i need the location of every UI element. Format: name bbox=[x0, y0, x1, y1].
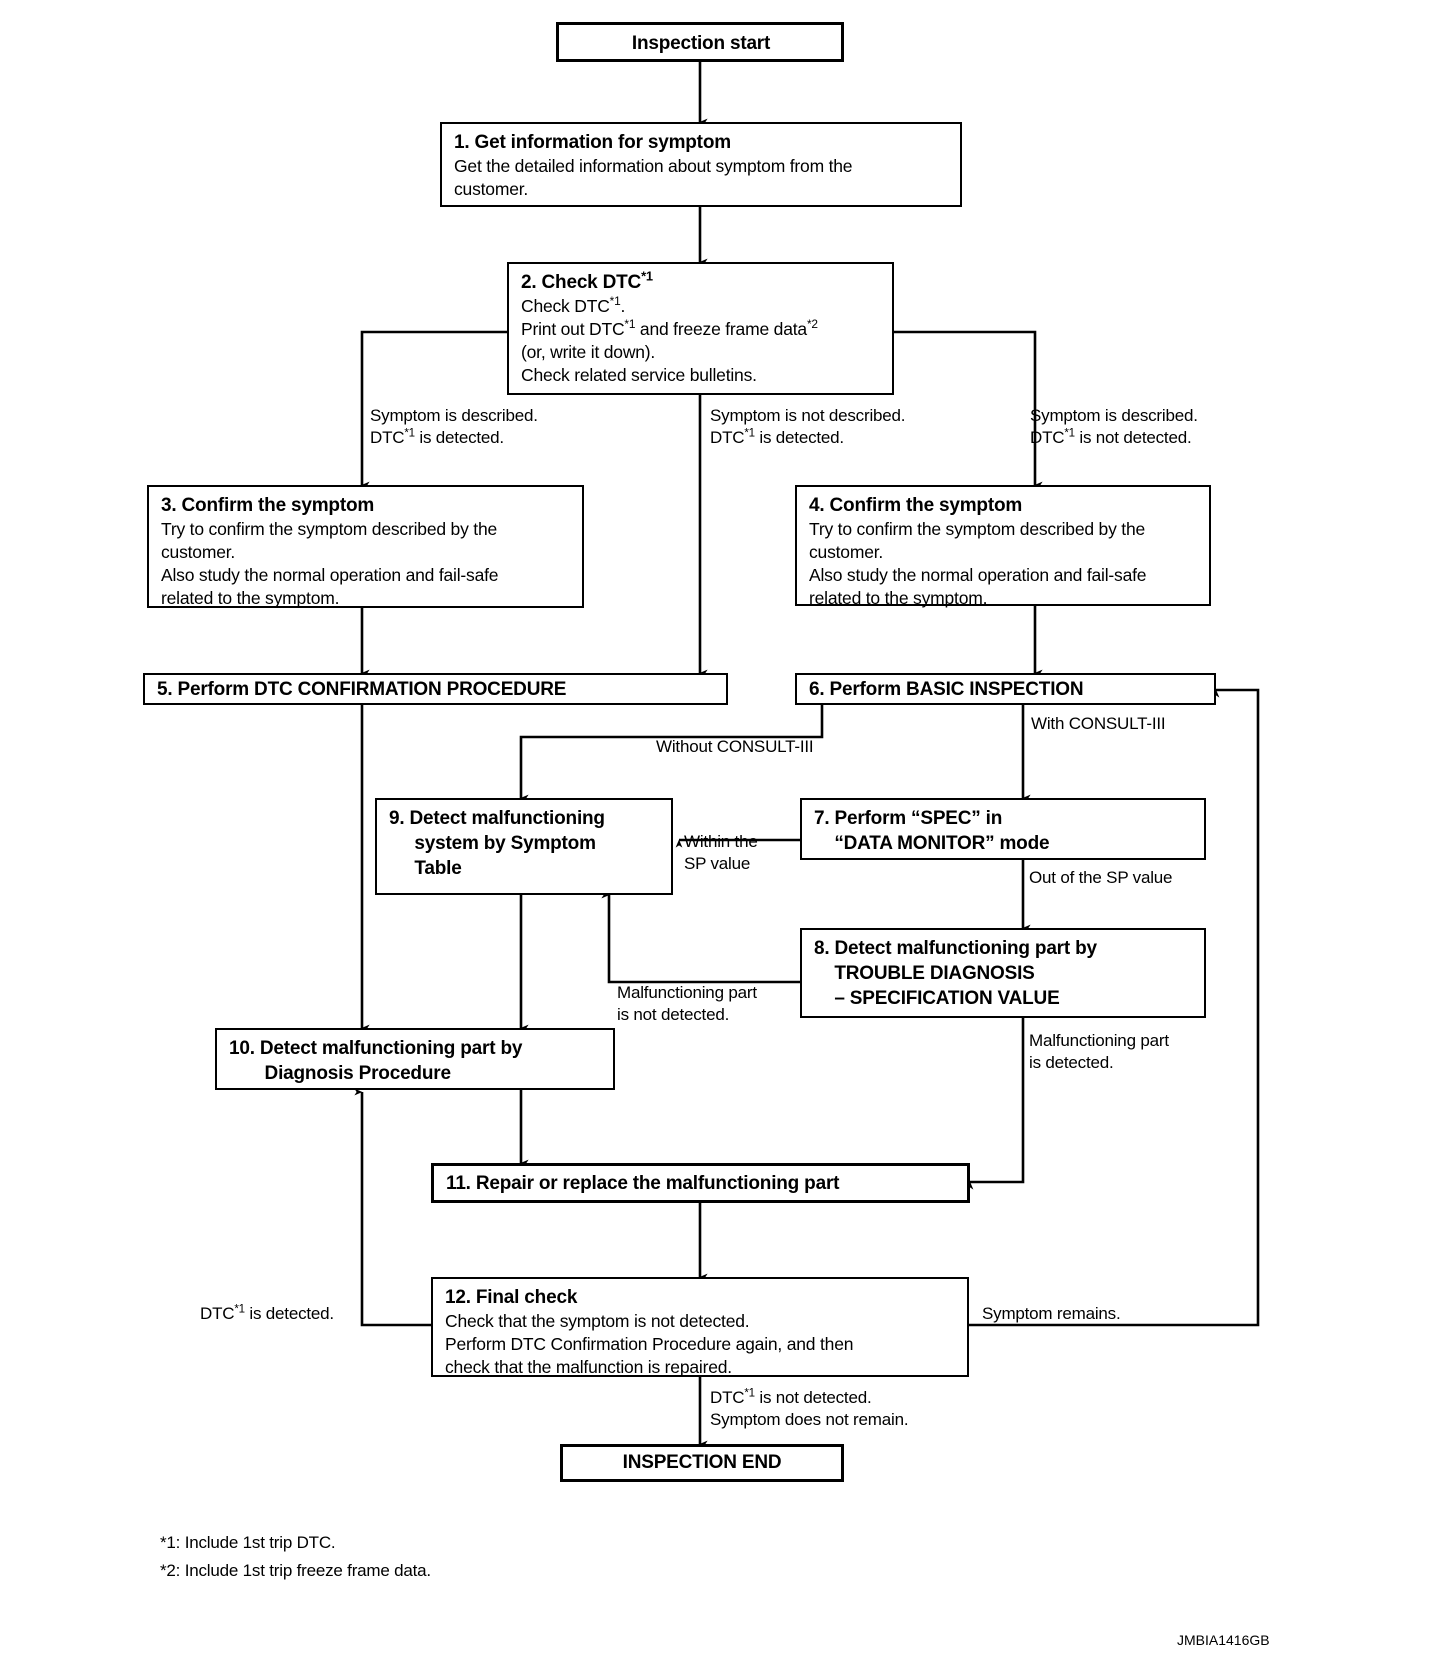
node-inspection-end: INSPECTION END bbox=[560, 1444, 844, 1482]
node-step-8-title: 8. Detect malfunctioning part by TROUBLE… bbox=[814, 938, 1097, 1009]
node-step-6-title: 6. Perform BASIC INSPECTION bbox=[809, 679, 1084, 700]
node-step-4: 4. Confirm the symptom Try to confirm th… bbox=[795, 485, 1211, 608]
node-step-5: 5. Perform DTC CONFIRMATION PROCEDURE bbox=[143, 673, 728, 705]
node-step-2-body: Check DTC*1. Print out DTC*1 and freeze … bbox=[521, 294, 818, 385]
node-step-12-body: Check that the symptom is not detected. … bbox=[445, 1311, 854, 1377]
node-step-11-title: 11. Repair or replace the malfunctioning… bbox=[446, 1173, 840, 1194]
edge-label-within-the-sp-value: Within the SP value bbox=[684, 832, 758, 873]
footnote-1: *1: Include 1st trip DTC. bbox=[160, 1533, 336, 1552]
edge-label-malfunctioning-part-is-not-detected: Malfunctioning part is not detected. bbox=[617, 983, 757, 1024]
node-step-10-title: 10. Detect malfunctioning part by Diagno… bbox=[229, 1038, 523, 1084]
node-step-1-body: Get the detailed information about sympt… bbox=[454, 156, 853, 199]
edge-label-symptom-described-dtc-not-detected: Symptom is described. DTC*1 is not detec… bbox=[1030, 406, 1198, 447]
node-step-9: 9. Detect malfunctioning system by Sympt… bbox=[375, 798, 673, 895]
edge-label-malfunctioning-part-is-detected: Malfunctioning part is detected. bbox=[1029, 1031, 1169, 1072]
node-step-11: 11. Repair or replace the malfunctioning… bbox=[431, 1163, 970, 1203]
edge-label-symptom-remains: Symptom remains. bbox=[982, 1304, 1121, 1323]
node-step-8: 8. Detect malfunctioning part by TROUBLE… bbox=[800, 928, 1206, 1018]
edge-label-dtc-is-detected: DTC*1 is detected. bbox=[200, 1303, 334, 1323]
edge-label-with-consult-iii: With CONSULT-III bbox=[1031, 714, 1166, 733]
node-step-4-body: Try to confirm the symptom described by … bbox=[809, 519, 1147, 608]
edge-label-dtc-not-detected-symptom-does-not-remain: DTC*1 is not detected. Symptom does not … bbox=[710, 1387, 909, 1429]
node-inspection-end-title: INSPECTION END bbox=[622, 1452, 782, 1473]
node-step-10: 10. Detect malfunctioning part by Diagno… bbox=[215, 1028, 615, 1090]
node-step-2: 2. Check DTC*1 Check DTC*1. Print out DT… bbox=[507, 262, 894, 395]
node-step-2-title: 2. Check DTC*1 bbox=[521, 268, 653, 293]
node-inspection-start: Inspection start bbox=[556, 22, 844, 62]
node-step-4-title: 4. Confirm the symptom bbox=[809, 495, 1023, 516]
edge-label-out-of-the-sp-value: Out of the SP value bbox=[1029, 868, 1173, 887]
node-step-3-title: 3. Confirm the symptom bbox=[161, 495, 375, 516]
node-step-9-title: 9. Detect malfunctioning system by Sympt… bbox=[389, 808, 605, 879]
reference-code: JMBIA1416GB bbox=[1177, 1632, 1270, 1648]
edge-label-symptom-not-described-dtc-detected: Symptom is not described. DTC*1 is detec… bbox=[710, 406, 906, 447]
edge-label-symptom-described-dtc-detected: Symptom is described. DTC*1 is detected. bbox=[370, 406, 538, 447]
node-step-7-title: 7. Perform “SPEC” in “DATA MONITOR” mode bbox=[814, 808, 1050, 854]
node-step-12: 12. Final check Check that the symptom i… bbox=[431, 1277, 969, 1377]
node-inspection-start-title: Inspection start bbox=[631, 33, 771, 54]
node-step-1-title: 1. Get information for symptom bbox=[454, 132, 731, 153]
node-step-7: 7. Perform “SPEC” in “DATA MONITOR” mode bbox=[800, 798, 1206, 860]
node-step-12-title: 12. Final check bbox=[445, 1287, 578, 1308]
footnote-2: *2: Include 1st trip freeze frame data. bbox=[160, 1561, 431, 1580]
node-step-3: 3. Confirm the symptom Try to confirm th… bbox=[147, 485, 584, 608]
node-step-3-body: Try to confirm the symptom described by … bbox=[161, 519, 499, 608]
node-step-5-title: 5. Perform DTC CONFIRMATION PROCEDURE bbox=[157, 679, 567, 700]
edge-label-without-consult-iii: Without CONSULT-III bbox=[656, 737, 814, 756]
node-step-6: 6. Perform BASIC INSPECTION bbox=[795, 673, 1216, 705]
node-step-1: 1. Get information for symptom Get the d… bbox=[440, 122, 962, 207]
